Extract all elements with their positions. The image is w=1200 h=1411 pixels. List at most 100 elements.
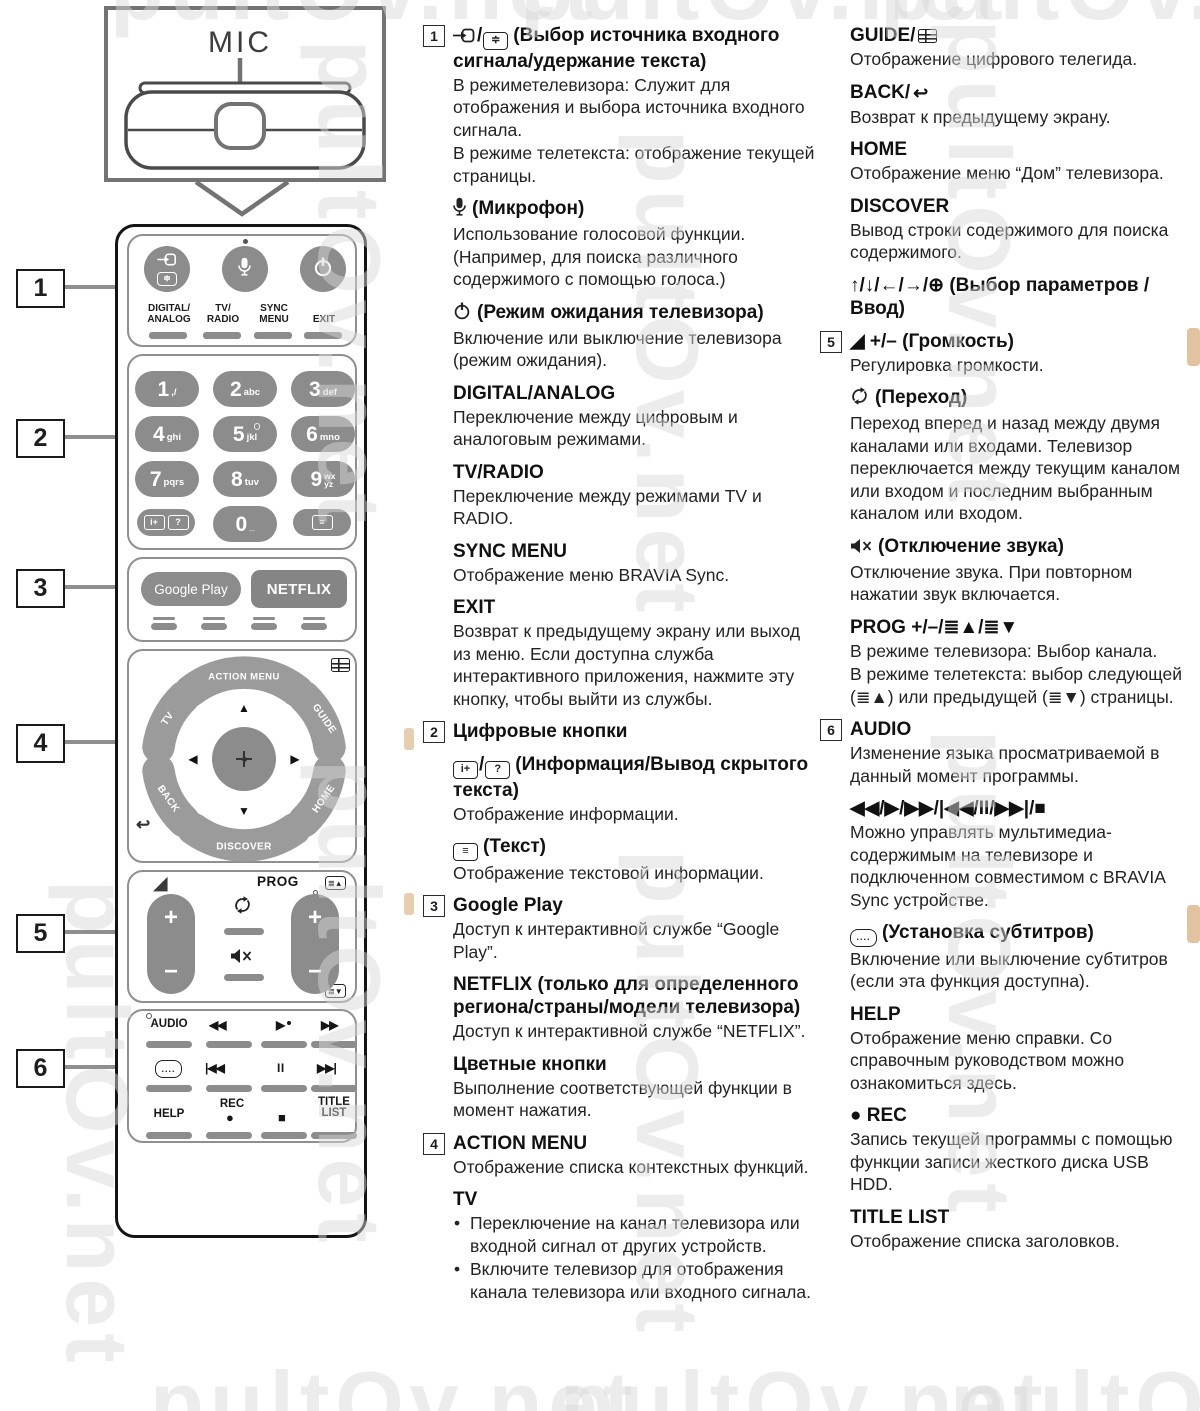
section-title: NETFLIX (только для определенного регион… — [453, 974, 801, 1018]
subtitle-icon: .... — [850, 928, 877, 947]
section-title: (Режим ожидания телевизора) — [477, 301, 764, 323]
section-body: Изменение языка просматриваемой в данный… — [850, 743, 1160, 786]
reveal-icon: ? — [485, 760, 511, 779]
audio-button — [146, 1041, 192, 1048]
section-heading: ≡(Текст) — [453, 835, 817, 861]
section-heading: PROG +/–/≣▲/≣▼ — [850, 616, 1194, 639]
netflix-button: NETFLIX — [251, 570, 347, 608]
bullet-item: Переключение на канал телевизора или вхо… — [453, 1212, 817, 1257]
prog-label: PROG — [257, 874, 299, 889]
sync-menu-button — [254, 332, 292, 339]
pause-icon: II — [277, 1061, 285, 1075]
rec-label: REC — [219, 1098, 245, 1110]
section-body: В режиметелевизора: Служит для отображен… — [453, 74, 805, 140]
section-body: Регулировка громкости. — [850, 354, 1044, 375]
section-body: В режиме телетекста: отображение текущей… — [453, 143, 815, 186]
google-play-button: Google Play — [141, 572, 241, 606]
section: i+/?(Информация/Вывод скрытого текста)От… — [423, 753, 817, 825]
action-menu-button: ACTION MENU — [208, 671, 280, 683]
digit-number: 3 — [309, 377, 321, 401]
section-heading: ◀◀/▶/▶▶/|◀◀/II/▶▶|/■ — [850, 797, 1194, 820]
dpad-down-arrow: ▼ — [238, 804, 250, 818]
sync-menu-button-label: SYNC MENU — [259, 303, 289, 325]
input-select-icon — [453, 26, 475, 49]
volume-prog-group: ◢ PROG ≣▲ ≣▼ + − + − — [127, 870, 357, 1003]
section-heading: Google Play — [453, 894, 817, 917]
help-button-label: HELP — [153, 1108, 185, 1120]
watermark: pultOv.net — [950, 1353, 1200, 1411]
dpad-left-arrow: ◀ — [188, 752, 198, 766]
digit-1-button: 1,/ — [135, 371, 199, 407]
mic-label: MIC — [208, 26, 272, 59]
guide-icon — [918, 29, 938, 43]
icon-separator: / — [479, 754, 485, 775]
section-title: ↑/↓/←/→/⊕ (Выбор параметров / Ввод) — [850, 274, 1150, 319]
section-heading: i+/?(Информация/Вывод скрытого текста) — [453, 753, 817, 802]
section-heading: HOME — [850, 138, 1194, 161]
digit-letters: def — [322, 387, 337, 399]
prog-minus-button: − — [307, 958, 322, 985]
prog-rocker: + − — [291, 894, 339, 994]
digit-number: 0 — [235, 512, 248, 536]
callout-line — [61, 740, 117, 744]
section-body: Включение или выключение субтитров (если… — [850, 948, 1168, 992]
section-title: (Отключение звука) — [878, 535, 1064, 557]
section: ≡(Текст)Отображение текстовой информации… — [423, 835, 817, 884]
section-body: Отображение списка контекстных функций. — [453, 1156, 809, 1177]
section-title: (Установка субтитров) — [882, 922, 1094, 943]
text-hold-icon: ≑ — [483, 31, 509, 50]
section-number: 1 — [423, 25, 445, 47]
section-body: Отображение меню BRAVIA Sync. — [453, 564, 730, 585]
section-body: Переход вперед и назад между двумя канал… — [850, 413, 1181, 523]
digit-number: 9 — [310, 467, 323, 491]
section-heading: SYNC MENU — [453, 540, 817, 563]
digit-letters: ,/ — [171, 387, 177, 399]
section-title: DIGITAL/ANALOG — [453, 382, 616, 404]
section-title: HELP — [850, 1003, 901, 1025]
section-body: Доступ к интерактивной службе “NETFLIX”. — [453, 1021, 806, 1041]
callout-line — [61, 435, 117, 439]
text-button: ≡ — [293, 509, 351, 536]
section-title: AUDIO — [850, 719, 912, 740]
callout-box-1: 1 — [16, 269, 65, 308]
previous-button — [206, 1085, 252, 1092]
section: BACK/↩Возврат к предыдущему экрану. — [820, 81, 1194, 129]
text-hold-icon: ≑ — [157, 271, 177, 286]
section-heading: (Микрофон) — [453, 197, 817, 222]
mute-icon — [850, 537, 872, 560]
digit-letters: mno — [319, 432, 340, 444]
mic-icon — [453, 197, 466, 222]
play-button — [261, 1041, 307, 1048]
section-heading: EXIT — [453, 596, 817, 619]
title-list-label: TITLE LIST — [318, 1096, 350, 1119]
section: PROG +/–/≣▲/≣▼В режиме телевизора: Выбор… — [820, 616, 1194, 709]
section-body: Включение или выключение телевизора (реж… — [453, 327, 782, 371]
subtitle-button — [146, 1085, 192, 1092]
callout-line — [61, 930, 117, 934]
section-number: 4 — [423, 1132, 445, 1155]
section-body: В режиме телетекста: выбор следующей (≣▲… — [850, 664, 1183, 707]
zoom-funnel — [194, 180, 290, 217]
section-title: TV/RADIO — [453, 461, 544, 483]
section-title: (Выбор источника входного сигнала/удержа… — [453, 25, 780, 72]
section-title: TV — [453, 1189, 478, 1210]
pause-button — [261, 1085, 307, 1092]
digit-letters: _ — [249, 522, 255, 534]
info-icon: i+ — [453, 760, 478, 779]
subtitle-icon: .... — [155, 1060, 182, 1078]
media-button-group: AUDIO ◀◀ ▶ ▶▶ .... |◀◀ II ▶▶| HELP REC ●… — [127, 1009, 357, 1143]
mic-hole — [214, 102, 266, 150]
section-body: Отображение информации. — [453, 803, 679, 824]
fast-forward-icon: ▶▶ — [321, 1018, 338, 1032]
